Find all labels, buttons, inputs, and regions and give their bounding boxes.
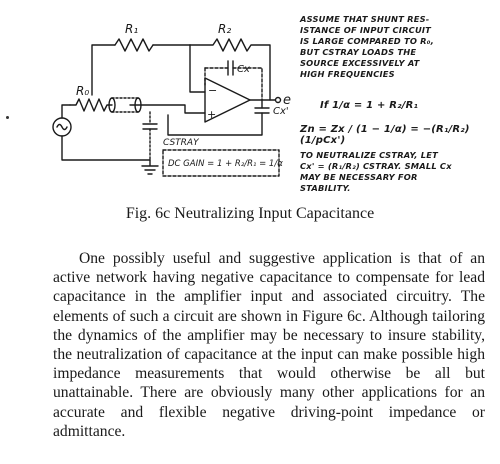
source-wave (56, 123, 68, 131)
label-cx-prime: Cx' (273, 106, 289, 117)
note-line: BUT CSTRAY LOADS THE (300, 47, 417, 57)
dc-gain-box (162, 149, 280, 177)
note-line: IS LARGE COMPARED TO R₀, (300, 36, 434, 46)
wire-ground-bottom (61, 135, 151, 161)
equation-2: Zn = Zx / (1 − 1/α) = −(R₁/R₂)(1/pCx') (300, 124, 470, 146)
stray-mark (6, 116, 9, 119)
wire-left-vertical (91, 44, 116, 96)
label-plus: + (207, 108, 216, 121)
label-r0: R₀ (76, 84, 89, 98)
note-line: STABILITY. (300, 183, 351, 193)
wire-plus-input (129, 104, 206, 114)
note-line: ASSUME THAT SHUNT RES- (300, 14, 430, 24)
note-line: MAY BE NECESSARY FOR (300, 172, 418, 182)
label-cstray: CSTRAY (163, 138, 200, 148)
wire-cx-prime-loop (167, 112, 263, 136)
note-line: Cx' = (R₁/R₂) CSTRAY. SMALL Cx (300, 161, 452, 171)
capacitor-cstray (142, 123, 158, 130)
output-terminal (274, 96, 282, 104)
ground-symbol (141, 159, 159, 175)
neutralize-note: TO NEUTRALIZE CSTRAY, LET Cx' = (R₁/R₂) … (300, 150, 452, 194)
figure-caption: Fig. 6c Neutralizing Input Capacitance (125, 205, 375, 222)
note-line: ISTANCE OF INPUT CIRCUIT (300, 25, 432, 35)
label-r2: R₂ (218, 22, 231, 36)
assumption-note: ASSUME THAT SHUNT RES- ISTANCE OF INPUT … (300, 14, 434, 80)
capacitor-cx (227, 60, 234, 76)
label-cx: Cx (237, 64, 250, 75)
label-output: e (283, 93, 291, 108)
resistor-r2 (189, 38, 271, 101)
equation-1: If 1/α = 1 + R₂/R₁ (320, 100, 419, 111)
body-paragraph: One possibly useful and suggestive appli… (53, 250, 485, 440)
shield-right (134, 97, 142, 113)
resistor-r1 (114, 38, 154, 52)
resistor-r0 (69, 98, 113, 112)
capacitor-cx-prime (254, 107, 270, 114)
shield-left (108, 97, 116, 113)
note-line: HIGH FREQUENCIES (300, 69, 395, 79)
label-minus: − (208, 84, 217, 97)
note-line: SOURCE EXCESSIVELY AT (300, 58, 420, 68)
circuit-diagram: R₁ R₂ R₀ Cx Cx' CSTRAY e − + DC GAIN = 1… (52, 22, 291, 177)
shield-lines (111, 97, 139, 113)
op-amp (204, 77, 251, 123)
body-paragraph-container: One possibly useful and suggestive appli… (53, 249, 485, 441)
circuit-figure: R₁ R₂ R₀ Cx Cx' CSTRAY e − + DC GAIN = 1… (0, 0, 500, 200)
wire-to-minus (189, 44, 206, 93)
wire-cx-right (232, 67, 263, 101)
note-line: TO NEUTRALIZE CSTRAY, LET (300, 150, 438, 160)
label-r1: R₁ (125, 22, 138, 36)
label-dc-gain: DC GAIN = 1 + R₂/R₁ = 1/α (168, 159, 283, 169)
